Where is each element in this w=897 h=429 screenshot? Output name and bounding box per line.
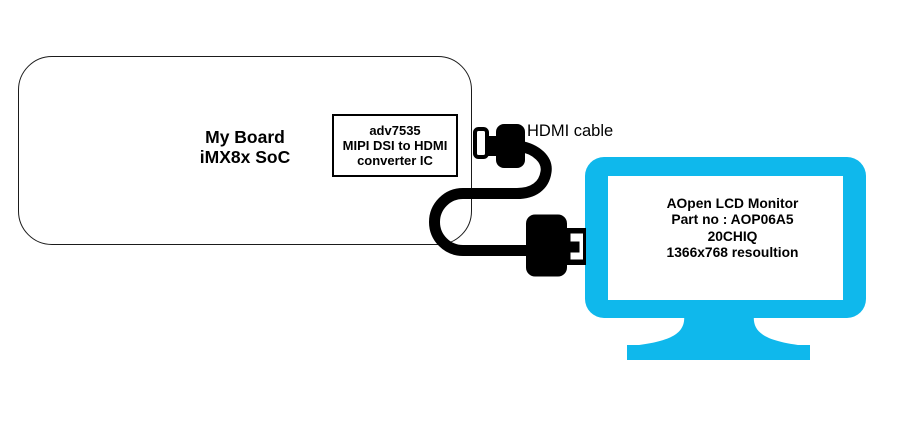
converter-ic-box: adv7535 MIPI DSI to HDMI converter IC [332, 114, 458, 177]
hdmi-cable-line [429, 140, 552, 256]
hdmi-plug-neck [485, 136, 499, 156]
monitor-label-line1: AOpen LCD Monitor [666, 196, 799, 211]
hdmi-plug-icon [485, 124, 525, 168]
hdmi-connector-pin [570, 241, 580, 253]
hdmi-plug-body [496, 124, 525, 168]
converter-ic-line2: MIPI DSI to HDMI [342, 137, 448, 153]
board-title-line1: My Board [205, 127, 285, 147]
monitor-stand-neck [632, 314, 806, 346]
board-title-line2: iMX8x SoC [199, 147, 291, 167]
monitor-label-line4: 1366x768 resoultion [666, 245, 799, 261]
monitor-label-line3: 20CHIQ [707, 228, 758, 244]
hdmi-connector-body [526, 214, 567, 277]
board-title: My Board iMX8x SoC [149, 127, 341, 167]
monitor-label: AOpen LCD Monitor Part no : AOP06A5 20CH… [609, 196, 856, 262]
converter-ic-line1: adv7535 [369, 122, 421, 138]
hdmi-cable-label: HDMI cable [527, 122, 614, 140]
hdmi-connector-icon [526, 214, 586, 277]
monitor-stand-base [627, 345, 810, 360]
monitor-icon [585, 157, 866, 360]
monitor-label-line2: Part no : AOP06A5 [671, 212, 794, 228]
converter-ic-line3: converter IC [357, 153, 433, 169]
monitor-screen [608, 176, 843, 300]
